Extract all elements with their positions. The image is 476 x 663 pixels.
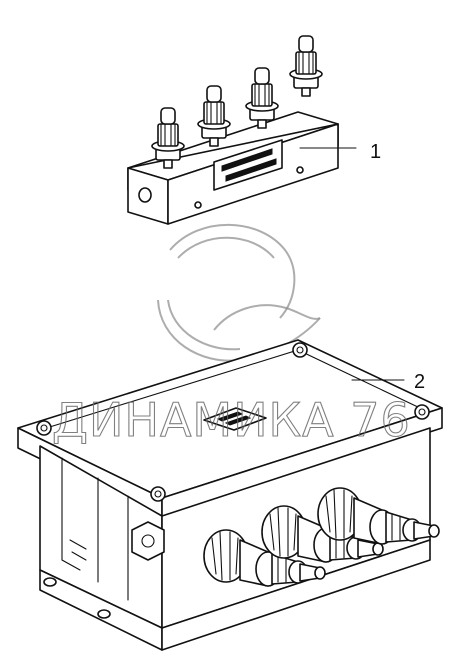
- push-switch-2: [197, 85, 231, 147]
- watermark-text: ДИНАМИКА 76: [52, 393, 411, 447]
- label-plate-icon: [213, 139, 283, 191]
- lid-label-plate-icon: [203, 407, 267, 431]
- cable-gland-1: [203, 529, 326, 587]
- callout-1-number: 1: [370, 141, 381, 163]
- callout-1: 1: [299, 141, 381, 163]
- callout-2: 2: [351, 371, 425, 393]
- callout-2-number: 2: [414, 371, 425, 393]
- push-switch-1: [151, 107, 185, 169]
- cable-gland-2: [261, 505, 384, 563]
- junction-box: [17, 339, 443, 651]
- push-switch-4: [289, 35, 323, 97]
- cable-gland-3: [317, 487, 440, 545]
- push-switch-3: [245, 67, 279, 129]
- switch-block: [127, 35, 339, 225]
